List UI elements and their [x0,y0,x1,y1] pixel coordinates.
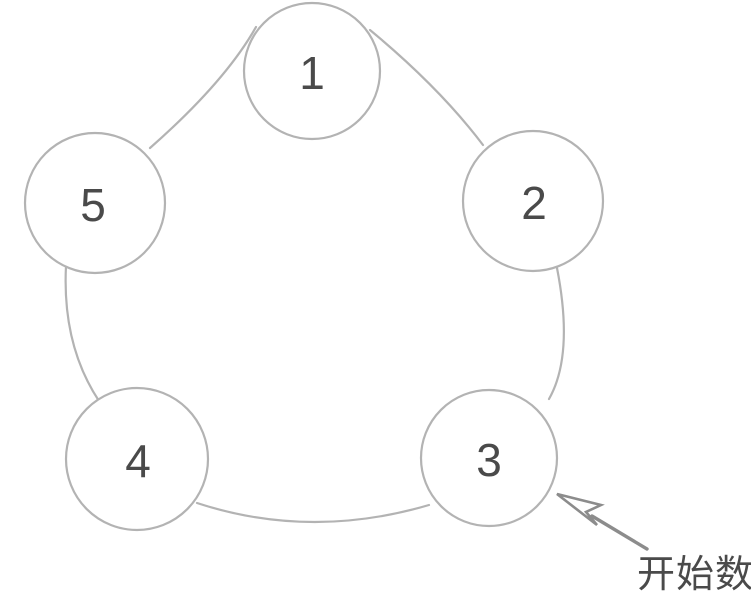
node-1[interactable]: 1 [242,1,382,141]
node-5-label: 5 [80,179,106,231]
ring-nodes: 1 2 3 4 5 [23,1,605,532]
node-4-circle[interactable] [64,386,210,532]
node-2[interactable]: 2 [461,129,605,273]
edge-5-to-1 [148,25,258,150]
node-5-circle[interactable] [23,131,167,275]
node-4-label: 4 [125,435,151,487]
node-3-circle[interactable] [419,388,559,528]
ring-edges [64,25,565,524]
node-4[interactable]: 4 [64,386,210,532]
node-2-label: 2 [521,177,547,229]
edge-2-to-3 [547,266,565,401]
callout-arrow-head-icon [556,492,605,527]
start-callout-label-wrap: 开始数 [637,553,751,599]
node-1-label: 1 [299,47,325,99]
node-5[interactable]: 5 [23,131,167,275]
callout-arrow-shaft [590,514,649,551]
edge-1-to-2 [368,28,485,147]
edge-3-to-4 [195,501,431,524]
node-2-circle[interactable] [461,129,605,273]
start-callout [556,492,649,551]
node-3[interactable]: 3 [419,388,559,528]
node-3-label: 3 [476,434,502,486]
start-callout-label: 开始数 [637,554,751,596]
node-1-circle[interactable] [242,1,382,141]
edge-4-to-5 [64,264,101,403]
